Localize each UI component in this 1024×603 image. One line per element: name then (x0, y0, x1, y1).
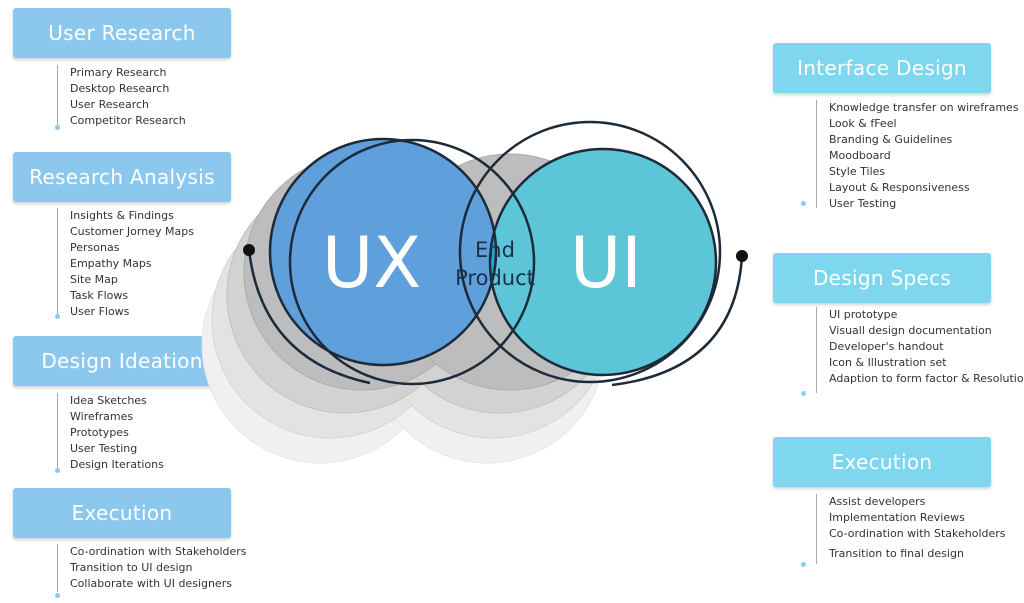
list-item: Personas (70, 241, 120, 254)
list-end-dot (55, 125, 60, 130)
research-analysis-title: Research Analysis (29, 165, 215, 189)
design-specs-list: UI prototype Visuall design documentatio… (816, 307, 1024, 393)
end-product-line1: End (475, 238, 515, 262)
list-item: Layout & Responsiveness (829, 181, 970, 194)
list-item: Competitor Research (70, 114, 186, 127)
list-item: Look & fFeel (829, 117, 897, 130)
list-item: Knowledge transfer on wireframes (829, 101, 1019, 114)
list-item: Task Flows (70, 289, 129, 302)
end-product-line2: Product (455, 266, 535, 290)
list-item: User Research (70, 98, 150, 111)
list-item: Empathy Maps (70, 257, 152, 270)
execution-left-list: Co-ordination with Stakeholders Transiti… (57, 544, 247, 592)
interface-design-title: Interface Design (797, 56, 967, 80)
list-item: User Flows (70, 305, 130, 318)
list-item: User Testing (829, 197, 897, 210)
execution-left-title: Execution (71, 501, 173, 525)
list-item: Desktop Research (70, 82, 170, 95)
list-item: Icon & Illustration set (829, 356, 947, 369)
end-product-label: End Product (440, 236, 550, 292)
list-item: Style Tiles (829, 165, 886, 178)
execution-left-header: Execution (13, 488, 231, 538)
list-item: Insights & Findings (70, 209, 174, 222)
execution-right-header: Execution (773, 437, 991, 487)
user-research-header: User Research (13, 8, 231, 58)
interface-design-list: Knowledge transfer on wireframes Look & … (816, 100, 1019, 210)
execution-right-title: Execution (831, 450, 933, 474)
ui-outer-ring (458, 120, 722, 384)
list-item: Prototypes (70, 426, 129, 439)
list-item: Primary Research (70, 66, 167, 79)
list-item: Transition to final design (829, 547, 964, 560)
left-swoosh (247, 249, 371, 385)
user-research-list: Primary Research Desktop Research User R… (57, 65, 186, 127)
list-item: Customer Jorney Maps (70, 225, 194, 238)
ux-circle (270, 139, 496, 365)
ux-outer-ring (288, 138, 536, 386)
list-item: Transition to UI design (70, 561, 193, 574)
list-item: Idea Sketches (70, 394, 147, 407)
right-swoosh-dot (736, 250, 748, 262)
list-item: Developer's handout (829, 340, 944, 353)
ui-circle-outline (488, 147, 718, 377)
list-item: Design Iterations (70, 458, 164, 471)
design-ideation-list: Idea Sketches Wireframes Prototypes User… (57, 393, 164, 471)
list-item: Co-ordination with Stakeholders (70, 545, 247, 558)
list-item: Implementation Reviews (829, 511, 965, 524)
list-end-dot (801, 391, 806, 396)
list-item: Wireframes (70, 410, 134, 423)
list-item: Adaption to form factor & Resolutions (829, 372, 1024, 385)
execution-right-list: Assist developers Implementation Reviews… (816, 494, 1006, 564)
research-analysis-header: Research Analysis (13, 152, 231, 202)
list-end-dot (801, 201, 806, 206)
research-analysis-list: Insights & Findings Customer Jorney Maps… (57, 208, 194, 318)
list-end-dot (55, 593, 60, 598)
ui-label: UI (570, 222, 642, 304)
left-swoosh-dot (243, 244, 255, 256)
user-research-title: User Research (48, 21, 196, 45)
list-item: UI prototype (829, 308, 898, 321)
list-item: Visuall design documentation (829, 324, 992, 337)
design-specs-title: Design Specs (812, 266, 952, 290)
list-end-dot (55, 314, 60, 319)
right-swoosh (611, 255, 744, 387)
interface-design-header: Interface Design (773, 43, 991, 93)
list-item: Assist developers (829, 495, 926, 508)
list-item: Site Map (70, 273, 118, 286)
design-ideation-title: Design Ideation (41, 349, 203, 373)
list-item: User Testing (70, 442, 138, 455)
ux-label: UX (322, 222, 422, 304)
design-ideation-header: Design Ideation (13, 336, 231, 386)
list-item: Collaborate with UI designers (70, 577, 232, 590)
list-item: Co-ordination with Stakeholders (829, 527, 1006, 540)
list-item: Branding & Guidelines (829, 133, 953, 146)
ui-circle (490, 149, 716, 375)
list-end-dot (55, 468, 60, 473)
ux-circle-outline (268, 137, 498, 367)
list-item: Moodboard (829, 149, 891, 162)
list-end-dot (801, 562, 806, 567)
design-specs-header: Design Specs (773, 253, 991, 303)
